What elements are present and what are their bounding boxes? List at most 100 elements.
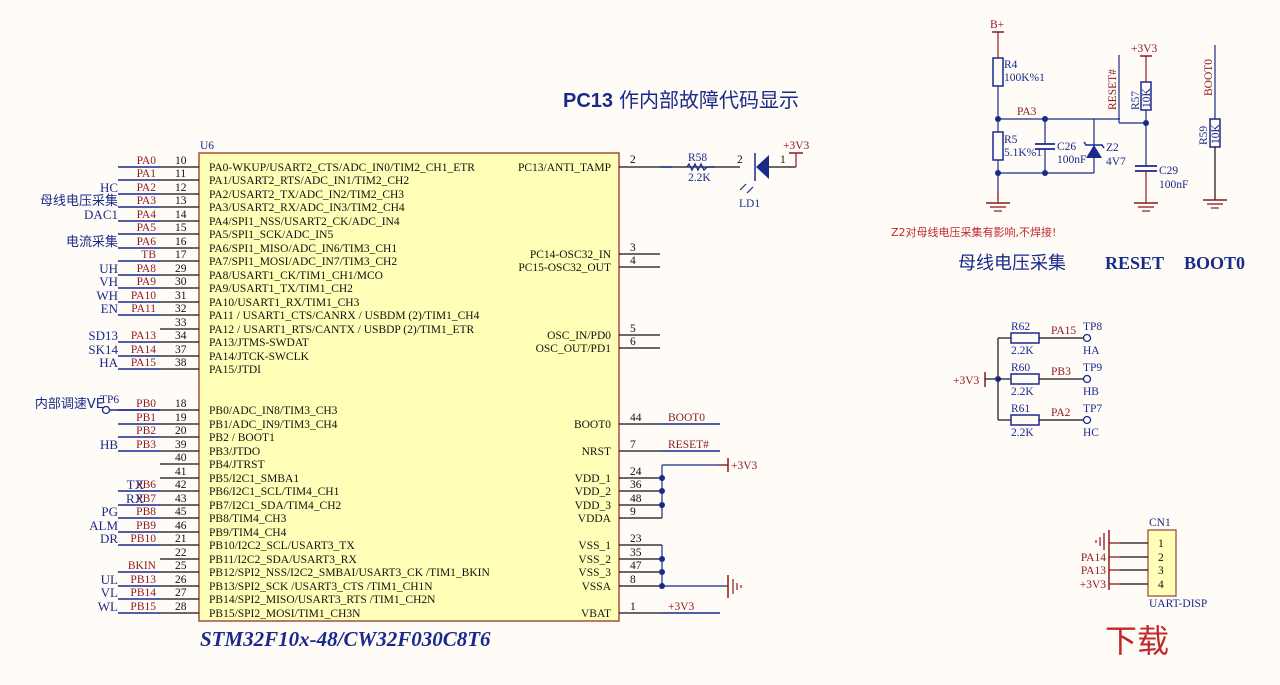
tp6-testpoint-icon <box>101 405 111 415</box>
external-signal: 内部调速VE <box>35 396 104 412</box>
right-pin-row: VDD_348 <box>575 493 662 512</box>
connector-pin: 2 PA14 <box>1081 552 1164 564</box>
external-signal: HA <box>99 355 118 370</box>
pin-number: 30 <box>175 276 187 288</box>
pin-number: 47 <box>630 560 642 572</box>
left-pin-row: 10PA0-WKUP/USART2_CTS/ADC_IN0/TIM2_CH1_E… <box>118 155 475 174</box>
reset-net-label: RESET# <box>1107 69 1119 110</box>
left-pin-row: 13PA3/USART2_RX/ADC_IN3/TIM2_CH4PA3母线电压采… <box>40 193 405 214</box>
pin-number: 48 <box>630 493 642 505</box>
pin-function: PB15/SPI2_MOSI/TIM1_CH3N <box>209 608 361 620</box>
download-caption: 下载 <box>1105 622 1169 660</box>
pin-function: VDD_2 <box>575 486 612 498</box>
pin-function: PA13/JTMS-SWDAT <box>209 337 309 349</box>
ground-icon <box>727 575 742 598</box>
pin-number: 8 <box>630 574 636 586</box>
r4-ref: R4 <box>1004 59 1018 71</box>
right-pin-row: PC13/ANTI_TAMP <box>518 162 611 174</box>
pin-number: 41 <box>175 466 187 478</box>
net-label: BOOT0 <box>668 412 705 424</box>
pin-number: 38 <box>175 357 187 369</box>
net-label: PA3 <box>137 195 157 207</box>
pin-number: 7 <box>630 439 636 451</box>
r5-resistor-icon <box>992 131 1004 161</box>
net-label: PA0 <box>137 155 157 167</box>
connector-pin-number: 2 <box>1158 552 1164 564</box>
pin-number: 33 <box>175 317 187 329</box>
connector-name: UART-DISP <box>1149 598 1207 610</box>
external-signal: DR <box>100 531 118 546</box>
reset-circuit: +3V3 R57 10K RESET# C29 100nF <box>1107 43 1188 212</box>
right-pin-row: PC14-OSC32_IN3 <box>530 242 660 261</box>
connector-net-label: PA13 <box>1081 565 1106 577</box>
r57-value: 10K <box>1141 88 1153 109</box>
pin-function: PB11/I2C2_SDA/USART3_RX <box>209 554 357 566</box>
vdd-net-label: +3V3 <box>731 460 758 472</box>
pin-number: 39 <box>175 439 187 451</box>
pin-function: PB10/I2C2_SCL/USART3_TX <box>209 540 355 552</box>
net-label: PA8 <box>137 263 157 275</box>
pin-number: 9 <box>630 506 636 518</box>
r57-ref: R57 <box>1130 91 1142 110</box>
pin-number: 37 <box>175 344 187 356</box>
title-rest: 作内部故障代码显示 <box>619 88 799 112</box>
net-label: PA4 <box>137 209 157 221</box>
resistor-value: 2.2K <box>1011 386 1034 398</box>
external-signal: EN <box>101 301 119 316</box>
pin-function: PA10/USART1_RX/TIM1_CH3 <box>209 297 360 309</box>
r5-ref: R5 <box>1004 134 1018 146</box>
net-label: PB13 <box>130 574 156 586</box>
testpoint-icon <box>1082 374 1092 384</box>
right-pin-row: VSS_347 <box>578 560 662 579</box>
connector-net-label: +3V3 <box>1080 579 1107 591</box>
pin-function: VSSA <box>582 581 612 593</box>
connector-net-label: PA14 <box>1081 552 1106 564</box>
led-pin-a: 2 <box>737 154 743 166</box>
pin-number: 28 <box>175 601 187 613</box>
pin-function: PB9/TIM4_CH4 <box>209 527 287 539</box>
z2-ref: Z2 <box>1106 142 1119 154</box>
pin-function: OSC_OUT/PD1 <box>536 343 612 355</box>
resistor-value: 2.2K <box>1011 427 1034 439</box>
pin-function: PB3/JTDO <box>209 446 260 458</box>
net-label: PA13 <box>131 330 156 342</box>
pin-number: 25 <box>175 560 187 572</box>
external-signal: VH <box>99 274 118 289</box>
net-label: PB6 <box>136 479 156 491</box>
pin-number: 13 <box>175 195 187 207</box>
net-label: TB <box>141 249 156 261</box>
z2-value: 4V7 <box>1106 156 1126 168</box>
ic-part-number: STM32F10x-48/CW32F030C8T6 <box>200 627 491 651</box>
net-label: PB7 <box>136 493 156 505</box>
pin-number: 44 <box>630 412 642 424</box>
pin-number: 6 <box>630 336 636 348</box>
pin-function: VSS_1 <box>578 540 611 552</box>
bus-voltage-circuit: B+ R4 100K%1 PA3 R5 5.1K%1 C26 100nF Z2 … <box>986 19 1126 212</box>
pin-number: 16 <box>175 236 187 248</box>
pin-number: 45 <box>175 506 187 518</box>
external-signal: VL <box>101 585 118 600</box>
r58-value: 2.2K <box>688 172 711 184</box>
external-signal: TX <box>127 477 145 492</box>
right-pin-row: VSS_123 <box>578 533 662 552</box>
bplus-label: B+ <box>990 19 1004 31</box>
net-label: PA15 <box>131 357 156 369</box>
pin-number: 3 <box>630 242 636 254</box>
pin-number: 17 <box>175 249 187 261</box>
pin-number: 5 <box>630 323 636 335</box>
external-signal: ALM <box>89 518 118 533</box>
pin-number: 36 <box>630 479 642 491</box>
